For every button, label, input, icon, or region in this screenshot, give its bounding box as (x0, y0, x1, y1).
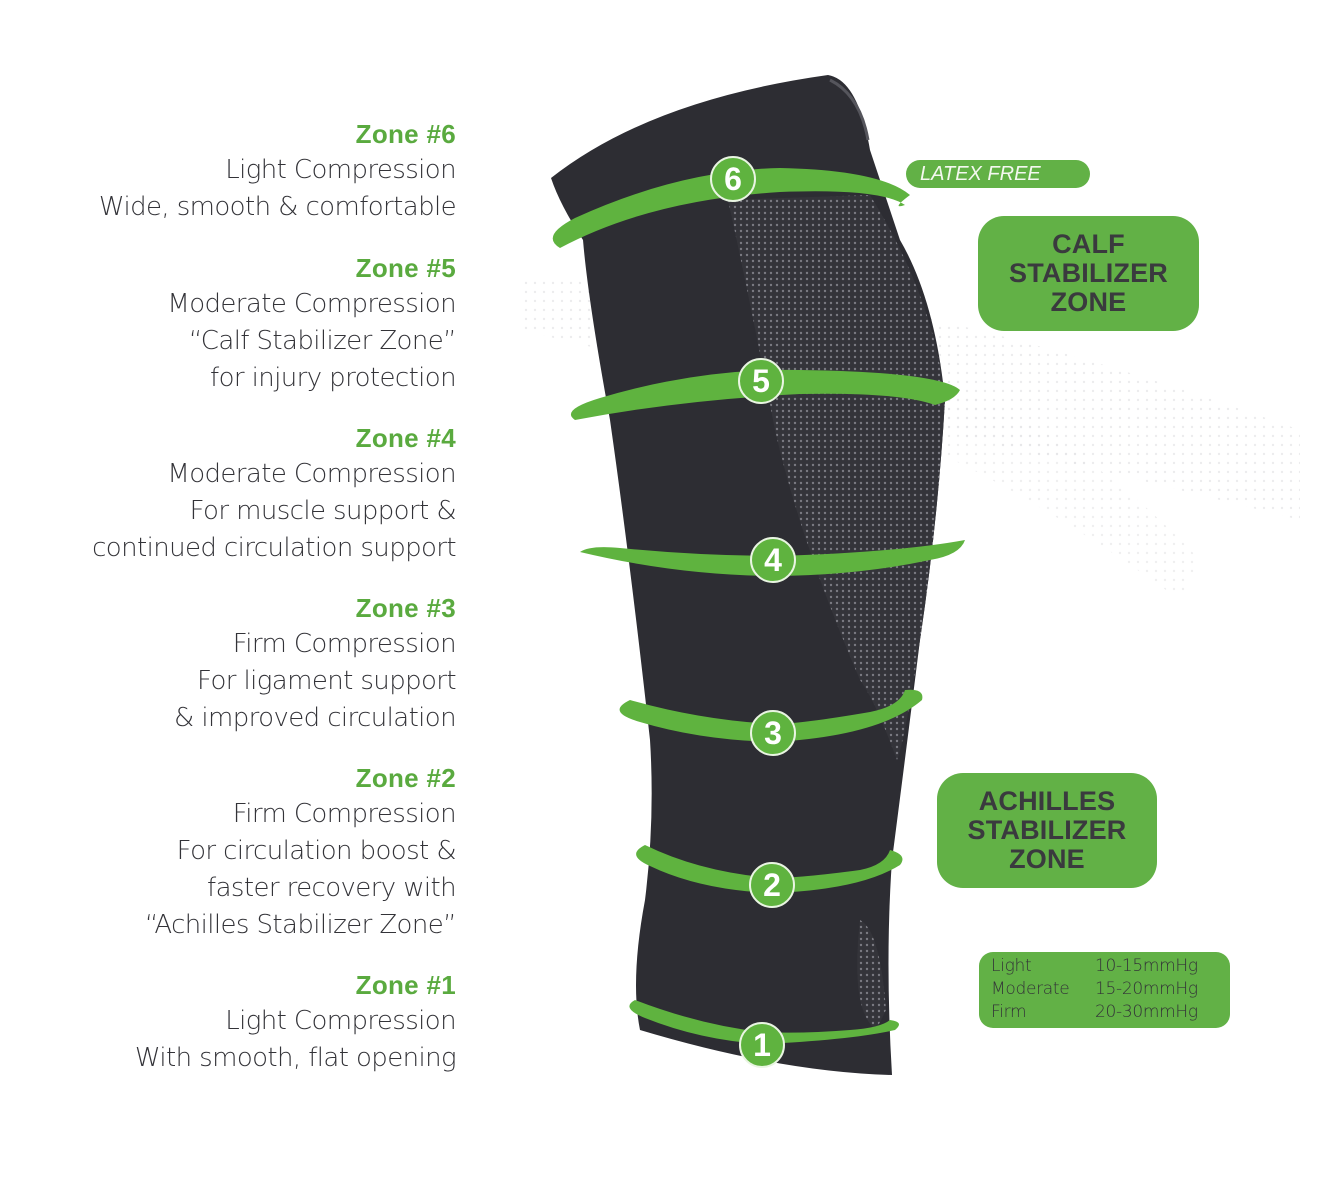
zone-line: “Calf Stabilizer Zone” (188, 326, 457, 356)
ring-number-3: 3 (764, 715, 782, 751)
badge-line: CALF (1052, 229, 1125, 259)
legend-range: 15-20mmHg (1095, 979, 1198, 999)
ring-zone-2: 2 (636, 845, 903, 908)
zone-line: faster recovery with (207, 873, 457, 903)
calf-stabilizer-panel (728, 195, 945, 760)
badge-line: STABILIZER (967, 815, 1127, 845)
legend-level: Light (991, 956, 1032, 976)
ring-zone-1: 1 (629, 1000, 899, 1068)
legend-range: 10-15mmHg (1095, 956, 1198, 976)
zone-line: Light Compression (225, 155, 456, 185)
latex-free-label: LATEX FREE (906, 160, 1090, 188)
ring-zone-5: 5 (570, 358, 960, 420)
zone-line: Moderate Compression (167, 289, 456, 319)
zone-3-description: Zone #3 Firm Compression For ligament su… (174, 590, 457, 737)
legend-row-light: Light 10-15mmHg (991, 955, 1230, 978)
ring-number-5: 5 (752, 363, 770, 399)
legend-row-firm: Firm 20-30mmHg (991, 1001, 1230, 1024)
achilles-stabilizer-panel (857, 920, 886, 1030)
zone-line: Firm Compression (232, 629, 457, 659)
zone-line: continued circulation support (92, 533, 456, 563)
zone-6-description: Zone #6 Light Compression Wide, smooth &… (98, 116, 457, 226)
zone-title: Zone #1 (355, 970, 456, 1000)
zone-line: Firm Compression (232, 799, 457, 829)
calf-stabilizer-badge: CALF STABILIZER ZONE (978, 216, 1199, 331)
zone-line: With smooth, flat opening (134, 1043, 457, 1073)
zone-line: & improved circulation (174, 703, 457, 733)
badge-line: ZONE (1050, 287, 1127, 317)
zone-5-description: Zone #5 Moderate Compression “Calf Stabi… (167, 250, 456, 397)
zone-title: Zone #2 (355, 763, 456, 793)
zone-line: For muscle support & (189, 496, 457, 526)
ring-zone-6: 6 (552, 156, 910, 248)
badge-line: ZONE (1009, 844, 1085, 874)
badge-line: STABILIZER (1009, 258, 1168, 288)
ring-number-2: 2 (763, 867, 781, 903)
legend-row-moderate: Moderate 15-20mmHg (991, 978, 1230, 1001)
ring-number-1: 1 (753, 1027, 771, 1063)
zone-line: “Achilles Stabilizer Zone” (144, 910, 457, 940)
zone-line: Moderate Compression (167, 459, 456, 489)
legend-range: 20-30mmHg (1095, 1002, 1198, 1022)
zone-line: For ligament support (197, 666, 457, 696)
ring-zone-3: 3 (619, 689, 923, 756)
zone-title: Zone #3 (355, 593, 456, 623)
zone-line: Wide, smooth & comfortable (98, 192, 457, 222)
zone-line: For circulation boost & (176, 836, 457, 866)
achilles-stabilizer-badge: ACHILLES STABILIZER ZONE (937, 773, 1157, 888)
zone-1-description: Zone #1 Light Compression With smooth, f… (134, 967, 457, 1077)
ring-number-6: 6 (724, 161, 742, 197)
ring-zone-4: 4 (580, 537, 965, 583)
ring-number-4: 4 (764, 542, 782, 578)
zone-line: for injury protection (210, 363, 457, 393)
zone-title: Zone #5 (355, 253, 456, 283)
zone-title: Zone #6 (355, 119, 456, 149)
compression-legend: Light 10-15mmHg Moderate 15-20mmHg Firm … (979, 952, 1230, 1028)
zone-4-description: Zone #4 Moderate Compression For muscle … (92, 420, 456, 567)
zone-title: Zone #4 (355, 423, 456, 453)
zone-2-description: Zone #2 Firm Compression For circulation… (144, 760, 457, 944)
badge-line: ACHILLES (978, 786, 1116, 816)
legend-level: Moderate (991, 979, 1070, 999)
zone-line: Light Compression (225, 1006, 456, 1036)
legend-level: Firm (991, 1002, 1027, 1022)
